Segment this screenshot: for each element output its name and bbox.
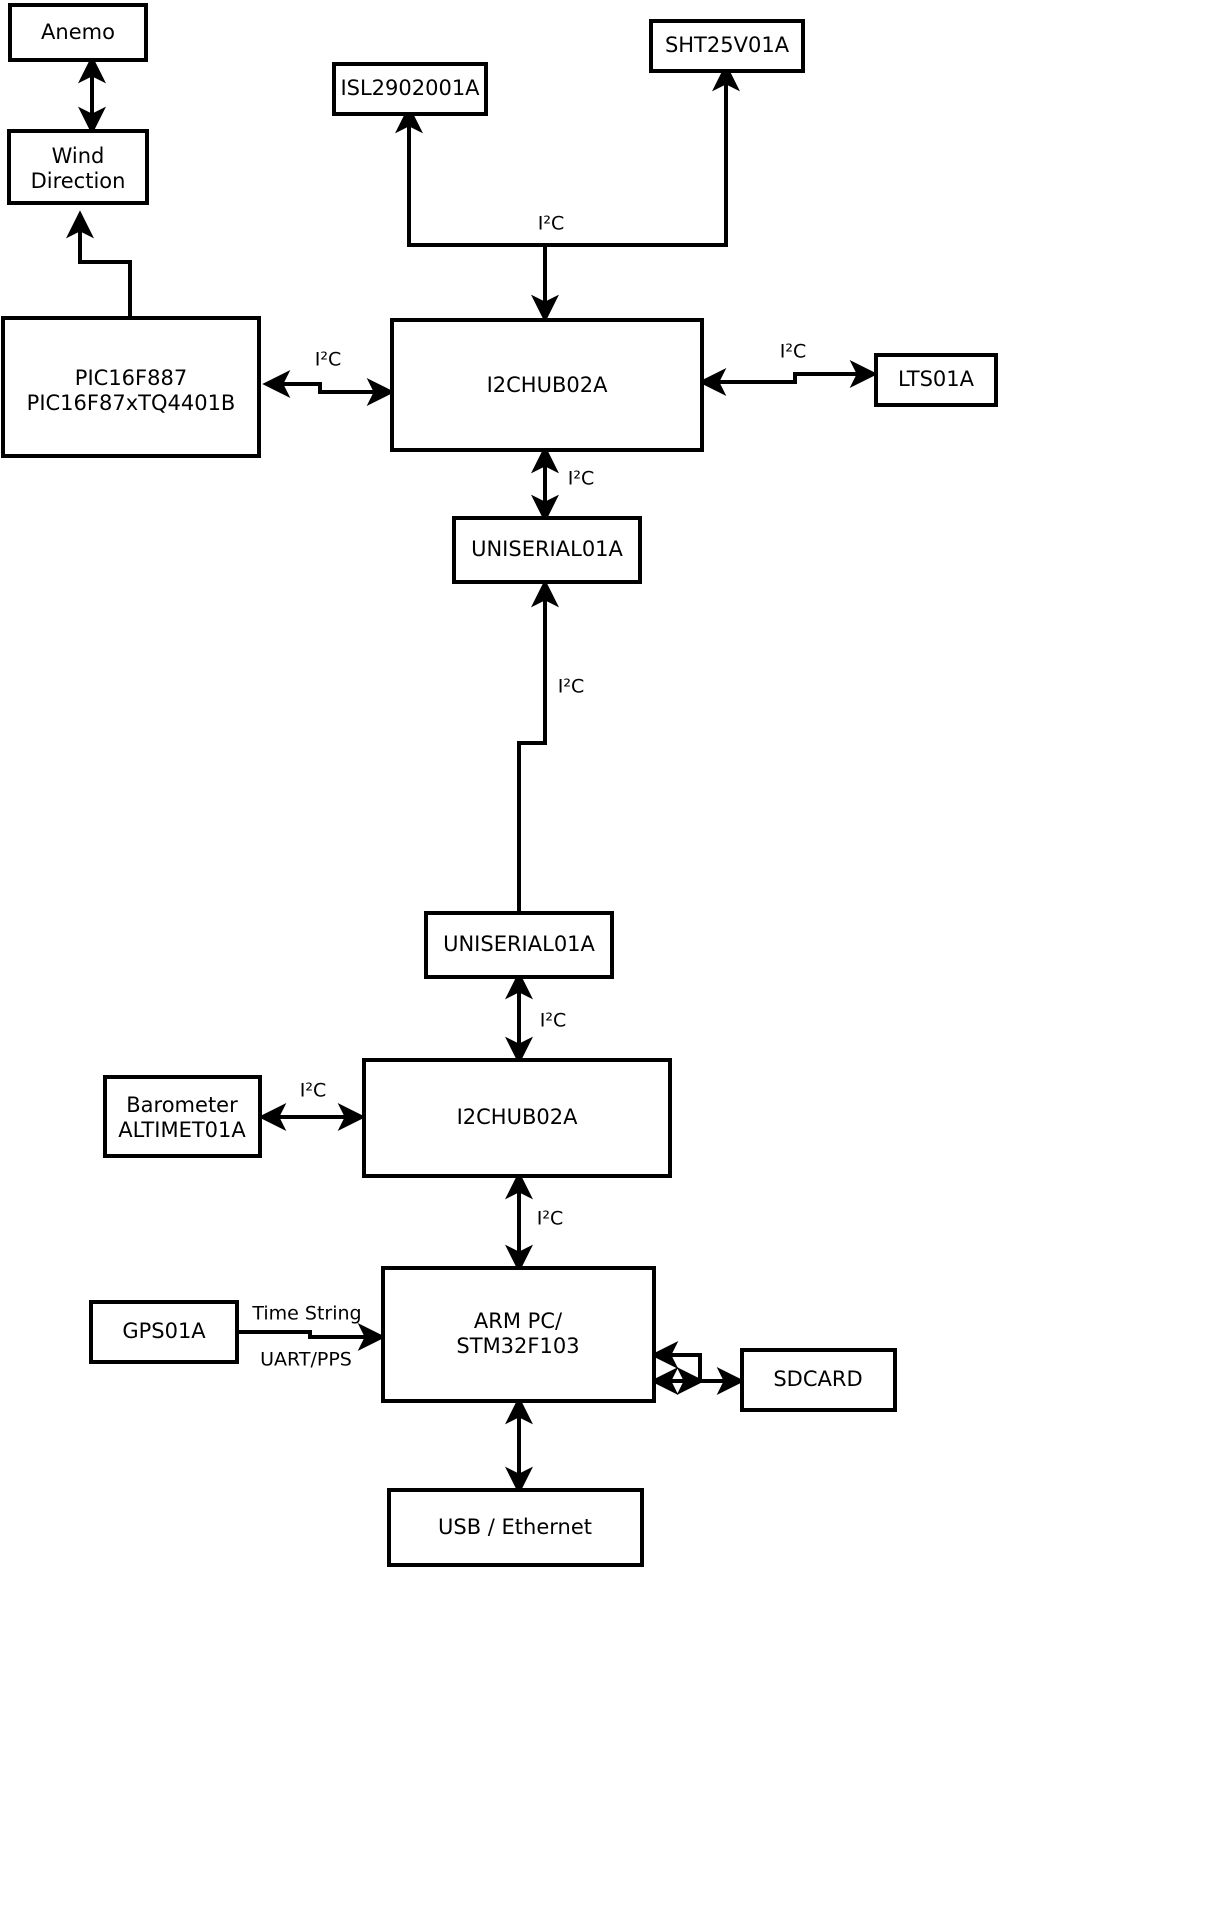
block-pic16f887-rect[interactable] — [1, 316, 261, 458]
block-sht25v01a-label: SHT25V01A — [665, 33, 790, 57]
block-wind-direction-rect[interactable] — [7, 129, 149, 205]
block-barometer-altimet01a-rect[interactable] — [103, 1075, 262, 1158]
block-wind-direction-label-line1: Wind — [52, 144, 105, 168]
edge-label-gps-time-string: Time String — [251, 1303, 361, 1325]
block-barometer-label-line1: Barometer — [126, 1093, 238, 1117]
connector-uniserialtop-uniserialbot — [517, 579, 559, 912]
block-sdcard[interactable]: SDCARD — [740, 1348, 897, 1412]
edge-label-uniserial-to-hubbot: I²C — [540, 1010, 567, 1032]
block-arm-pc-rect[interactable] — [381, 1266, 656, 1403]
connector-sdcard-elbow — [650, 1341, 745, 1395]
block-usb-ethernet-label: USB / Ethernet — [438, 1515, 592, 1539]
block-isl2902001a-label: ISL2902001A — [340, 76, 480, 100]
edge-label-pic-to-hub: I²C — [315, 349, 342, 371]
block-anemo-label: Anemo — [41, 20, 115, 44]
connector-hubtop-sht — [545, 63, 740, 247]
block-arm-pc[interactable]: ARM PC/ STM32F103 — [381, 1266, 656, 1403]
connector-pic-hubtop — [262, 370, 395, 406]
connector-hubtop-isl — [395, 105, 547, 318]
block-usb-ethernet[interactable]: USB / Ethernet — [387, 1488, 644, 1567]
block-isl2902001a-rect[interactable] — [332, 62, 488, 116]
block-sdcard-label: SDCARD — [773, 1367, 862, 1391]
connector-hubtop-lts — [698, 360, 878, 396]
block-uniserial01a-top-label: UNISERIAL01A — [471, 537, 623, 561]
block-barometer-label-line2: ALTIMET01A — [118, 1118, 246, 1142]
block-pic16f887-label-line2: PIC16F87xTQ4401B — [27, 391, 236, 415]
block-lts01a-rect[interactable] — [874, 353, 998, 407]
block-i2chub02a-bottom-rect[interactable] — [362, 1058, 672, 1178]
edge-label-gps-uart-pps: UART/PPS — [260, 1349, 352, 1371]
block-uniserial01a-top-rect[interactable] — [452, 516, 642, 584]
block-barometer-altimet01a[interactable]: Barometer ALTIMET01A — [103, 1075, 262, 1158]
block-sdcard-rect[interactable] — [740, 1348, 897, 1412]
block-uniserial01a-top[interactable]: UNISERIAL01A — [452, 516, 642, 584]
edge-label-hub-to-lts: I²C — [780, 341, 807, 363]
edge-label-hubbot-to-arm: I²C — [537, 1208, 564, 1230]
block-i2chub02a-top-label: I2CHUB02A — [487, 373, 609, 397]
block-i2chub02a-bottom[interactable]: I2CHUB02A — [362, 1058, 672, 1178]
connector-gps-arm — [237, 1323, 386, 1351]
block-usb-ethernet-rect[interactable] — [387, 1488, 644, 1567]
block-arm-pc-label-line2: STM32F103 — [456, 1334, 579, 1358]
edge-label-isl-sht-bus: I²C — [538, 213, 565, 235]
block-sht25v01a-rect[interactable] — [649, 19, 805, 73]
block-wind-direction-label-line2: Direction — [31, 169, 126, 193]
block-lts01a[interactable]: LTS01A — [874, 353, 998, 407]
block-anemo[interactable]: Anemo — [8, 3, 148, 62]
connector-pic-wind — [66, 210, 132, 318]
block-lts01a-label: LTS01A — [898, 367, 975, 391]
block-i2chub02a-top[interactable]: I2CHUB02A — [390, 318, 704, 452]
block-pic16f887[interactable]: PIC16F887 PIC16F87xTQ4401B — [1, 316, 261, 458]
block-isl2902001a[interactable]: ISL2902001A — [332, 62, 488, 116]
block-gps01a-rect[interactable] — [89, 1300, 239, 1364]
block-gps01a[interactable]: GPS01A — [89, 1300, 239, 1364]
block-uniserial01a-bottom-rect[interactable] — [424, 911, 614, 979]
block-uniserial01a-bottom[interactable]: UNISERIAL01A — [424, 911, 614, 979]
block-i2chub02a-top-rect[interactable] — [390, 318, 704, 452]
edge-label-hub-to-uniserial: I²C — [568, 468, 595, 490]
block-pic16f887-label-line1: PIC16F887 — [75, 366, 187, 390]
edge-label-barometer-to-hubbot: I²C — [300, 1080, 327, 1102]
block-uniserial01a-bottom-label: UNISERIAL01A — [443, 932, 595, 956]
block-i2chub02a-bottom-label: I2CHUB02A — [457, 1105, 579, 1129]
edge-label-uniserial-to-uniserial: I²C — [558, 676, 585, 698]
block-wind-direction[interactable]: Wind Direction — [7, 129, 149, 205]
block-arm-pc-label-line1: ARM PC/ — [474, 1309, 563, 1333]
block-gps01a-label: GPS01A — [122, 1319, 206, 1343]
block-anemo-rect[interactable] — [8, 3, 148, 62]
block-sht25v01a[interactable]: SHT25V01A — [649, 19, 805, 73]
